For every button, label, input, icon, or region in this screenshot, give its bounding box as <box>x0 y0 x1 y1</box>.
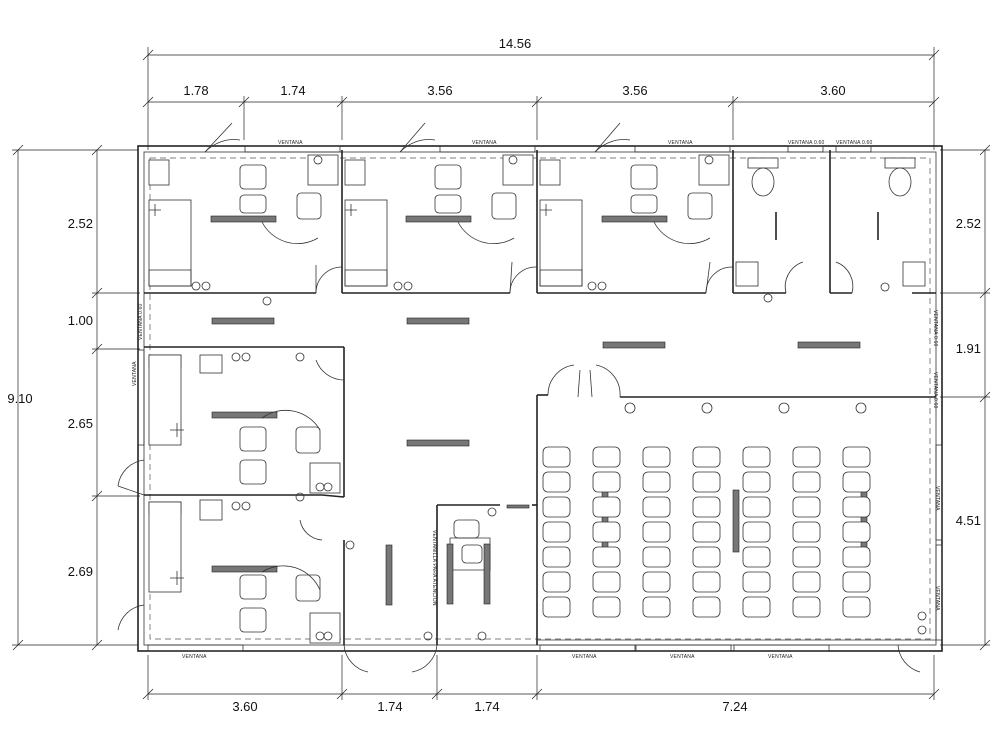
dim-left-1: 2.52 <box>68 216 93 231</box>
chair-col-4 <box>692 446 721 618</box>
window-label: VENTANA <box>132 361 138 386</box>
window-label-small: VENTANA 0.60 <box>138 303 144 340</box>
window-label: VENTANA <box>768 654 793 660</box>
window-label: VENTANA <box>670 654 695 660</box>
dim-overall-width: 14.56 <box>499 36 532 51</box>
doors <box>117 122 921 673</box>
chair-col-6 <box>792 446 821 618</box>
window-label: VENTANA <box>278 140 303 146</box>
dim-left-2: 1.00 <box>68 313 93 328</box>
window-label-small: VENTANA 0.60 <box>932 372 938 409</box>
window-label: VENTANA <box>934 486 940 511</box>
dim-overall-height: 9.10 <box>7 391 32 406</box>
left-room-1 <box>148 352 341 502</box>
top-office-1 <box>148 154 339 291</box>
window-label: VENTANA <box>472 140 497 146</box>
dim-left-3: 2.65 <box>68 416 93 431</box>
bathroom-1 <box>735 157 779 303</box>
dim-top-2: 1.74 <box>280 83 305 98</box>
dim-bottom-4: 7.24 <box>722 699 747 714</box>
window-label: VENTANA <box>934 586 940 611</box>
windows <box>137 145 943 652</box>
top-office-2 <box>344 154 534 291</box>
dim-right-3: 4.51 <box>956 513 981 528</box>
corridor <box>211 296 861 641</box>
top-office-3 <box>539 154 730 291</box>
window-label-small: VENTANA 0.60 <box>932 310 938 347</box>
attention-office <box>446 507 497 605</box>
window-label-small: VENTANA 0.60 <box>836 140 873 146</box>
window-label-small: VENTANA 0.60 <box>788 140 825 146</box>
dim-top-5: 3.60 <box>820 83 845 98</box>
chair-col-7 <box>842 446 871 618</box>
dim-bottom-1: 3.60 <box>232 699 257 714</box>
dim-top-1: 1.78 <box>183 83 208 98</box>
waiting-hall <box>542 402 927 635</box>
chair-col-5 <box>742 446 771 618</box>
window-label: VENTANA <box>668 140 693 146</box>
dim-bottom-3: 1.74 <box>474 699 499 714</box>
dim-bottom-2: 1.74 <box>377 699 402 714</box>
left-room-2 <box>148 499 341 644</box>
chair-col-3 <box>642 446 671 618</box>
dim-right-1: 2.52 <box>956 216 981 231</box>
chair-col-1 <box>542 446 571 618</box>
dim-right-2: 1.91 <box>956 341 981 356</box>
dimension-lines <box>12 47 991 700</box>
dimension-texts: 14.56 1.78 1.74 3.56 3.56 3.60 3.60 1.74… <box>7 36 981 714</box>
dim-left-4: 2.69 <box>68 564 93 579</box>
window-label: VENTANA <box>182 654 207 660</box>
window-label: VENTANA <box>572 654 597 660</box>
bathroom-2 <box>877 157 926 292</box>
window-labels: VENTANA VENTANA VENTANA VENTANA 0.60 VEN… <box>132 140 940 660</box>
dim-top-4: 3.56 <box>622 83 647 98</box>
interior-walls <box>144 150 936 645</box>
chair-col-2 <box>592 446 621 618</box>
service-window-label: VENTANILLA PARA ATENCION <box>431 530 437 606</box>
dim-top-3: 3.56 <box>427 83 452 98</box>
